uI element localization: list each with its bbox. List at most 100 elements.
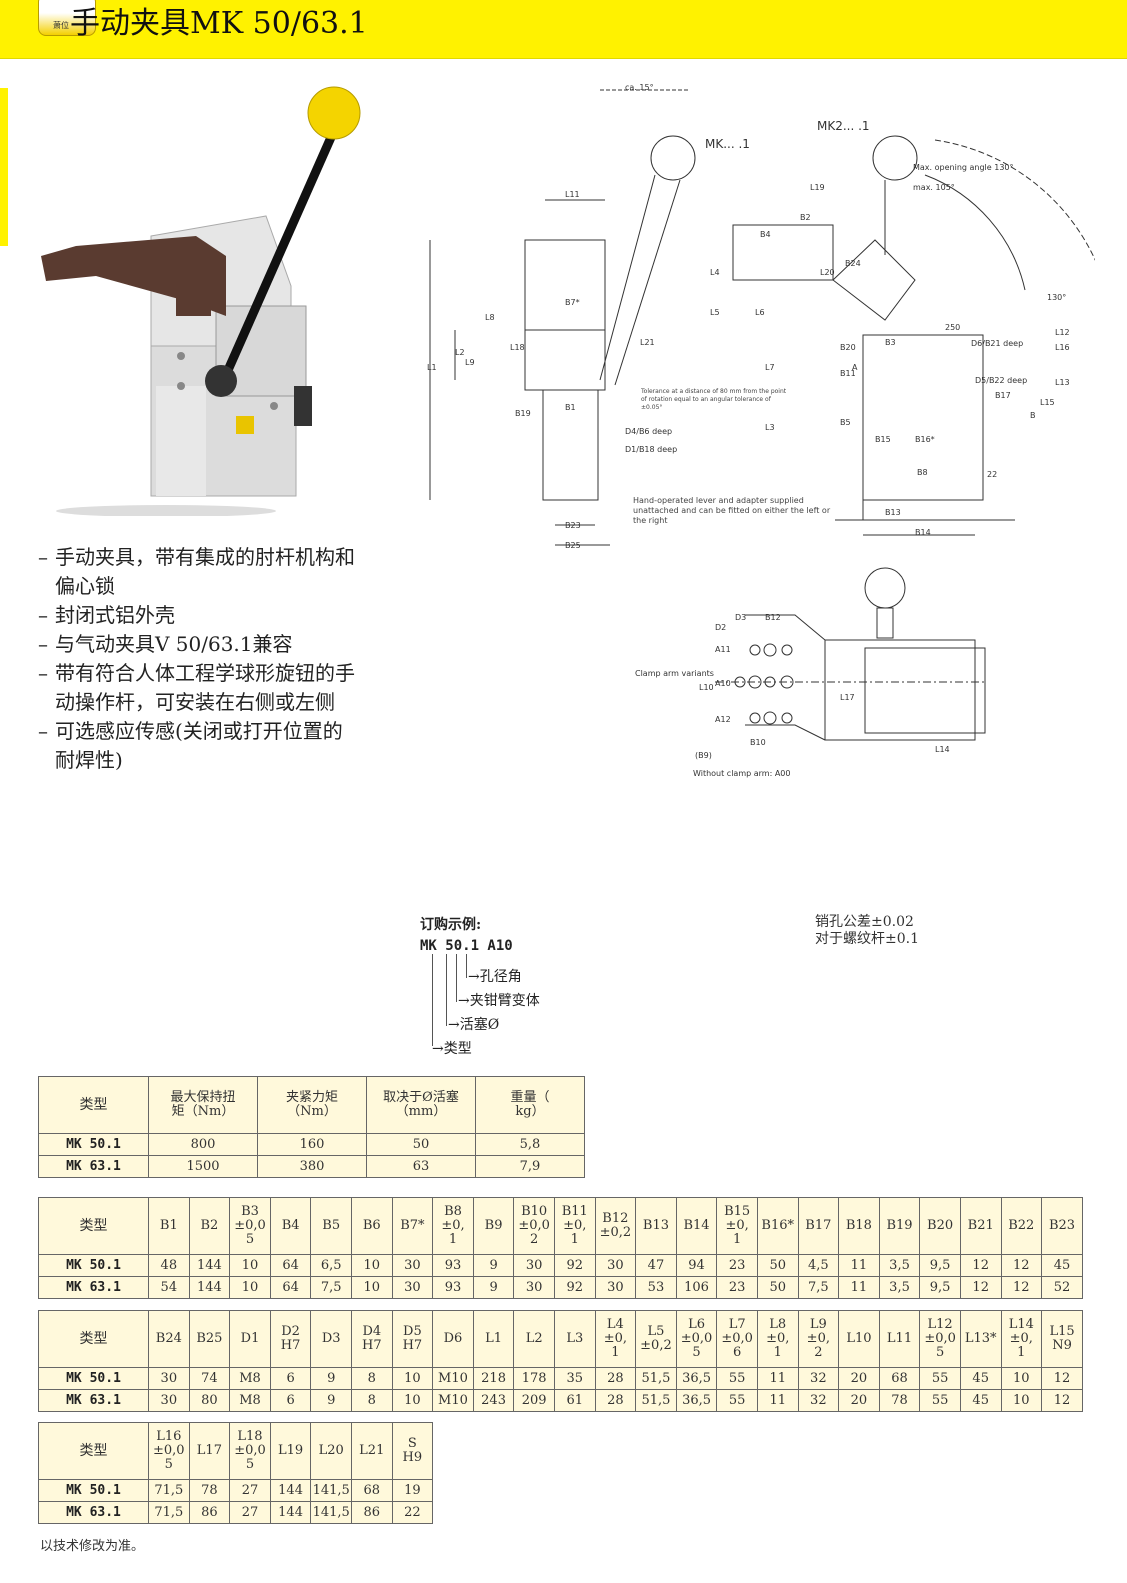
dimension-label: L5 [710, 308, 720, 317]
column-header: B6 [351, 1197, 393, 1255]
dimension-label: B11 [840, 369, 856, 378]
table-cell: 50 [756, 1276, 799, 1299]
table-cell: 93 [432, 1276, 474, 1299]
table-cell: 10 [351, 1254, 393, 1277]
table-cell: 19 [391, 1479, 434, 1502]
feature-list: –手动夹具，带有集成的肘杆机构和偏心锁 –封闭式铝外壳 –与气动夹具V 50/6… [38, 543, 358, 775]
label-angle130: 130° [1047, 293, 1066, 302]
feature-item: –封闭式铝外壳 [38, 601, 358, 630]
label-without-arm: Without clamp arm: A00 [693, 769, 790, 778]
page-title: 手动夹具MK 50/63.1 [70, 6, 368, 41]
table-cell: 47 [635, 1254, 677, 1277]
dimension-label: 22 [987, 470, 997, 479]
side-accent-bar [0, 88, 8, 246]
table-cell: 12 [1000, 1276, 1043, 1299]
column-header: L13* [959, 1310, 1002, 1368]
table-cell: 9 [310, 1367, 352, 1390]
table-cell: 30 [594, 1254, 637, 1277]
dimension-label: B14 [915, 528, 931, 537]
feature-item: –可选感应传感(关闭或打开位置的耐焊性) [38, 717, 358, 775]
column-header: B18 [838, 1197, 880, 1255]
table-cell: 28 [594, 1389, 637, 1412]
table-cell: 20 [838, 1389, 880, 1412]
feature-text: 带有符合人体工程学球形旋钮的手动操作杆，可安装在右侧或左侧 [55, 661, 355, 714]
table-cell: 3,5 [878, 1254, 921, 1277]
column-header: B1 [148, 1197, 190, 1255]
table-cell: 63 [366, 1155, 476, 1178]
column-header: L10 [838, 1310, 880, 1368]
feature-item: –手动夹具，带有集成的肘杆机构和偏心锁 [38, 543, 358, 601]
dimension-label: L14 [935, 745, 950, 754]
dimension-label: A [852, 363, 858, 372]
table-cell: 93 [432, 1254, 474, 1277]
column-header: D6 [432, 1310, 474, 1368]
column-header: L20 [310, 1422, 352, 1480]
dimension-label: A12 [715, 715, 731, 724]
label-clamp-variants: Clamp arm variants [635, 669, 714, 678]
table-cell: 11 [838, 1276, 880, 1299]
column-header: 类型 [37, 1197, 150, 1255]
table-cell: 30 [513, 1254, 555, 1277]
column-header: L19 [269, 1422, 312, 1480]
table-cell: 92 [553, 1254, 596, 1277]
column-header: L21 [350, 1422, 393, 1480]
table-cell: 12 [1000, 1254, 1043, 1277]
table-cell: 55 [716, 1389, 758, 1412]
column-header: B19 [878, 1197, 921, 1255]
dimension-label: B16* [915, 435, 935, 444]
logo-text: 萧位 [53, 21, 69, 30]
table-cell: 50 [756, 1254, 799, 1277]
order-part-label: 活塞Ø [459, 1017, 500, 1033]
dimension-label: A10 [715, 679, 731, 688]
dimension-label: L19 [810, 183, 825, 192]
table-cell: 9,5 [919, 1254, 961, 1277]
order-part: →夹钳臂变体 [458, 993, 540, 1009]
table-cell: 64 [269, 1276, 312, 1299]
table-cell: 243 [472, 1389, 515, 1412]
dimension-label: (B9) [695, 751, 712, 760]
column-header: 重量（ kg） [475, 1076, 585, 1134]
label-mk2: MK2... .1 [817, 119, 870, 133]
dimension-label: B5 [840, 418, 851, 427]
column-header: L7 ±0,0 6 [716, 1310, 758, 1368]
table-cell: 178 [513, 1367, 555, 1390]
column-header: D3 [310, 1310, 352, 1368]
column-header: L14 ±0, 1 [1000, 1310, 1043, 1368]
table-cell: 9 [472, 1276, 515, 1299]
dimension-label: B13 [885, 508, 901, 517]
column-header: B21 [959, 1197, 1002, 1255]
dimension-label: B23 [565, 521, 581, 530]
dimension-label: L1 [427, 363, 437, 372]
table-cell: 92 [553, 1276, 596, 1299]
table-cell: 3,5 [878, 1276, 921, 1299]
column-header: B5 [310, 1197, 352, 1255]
column-header: 夹紧力矩 （Nm） [257, 1076, 367, 1134]
label-angle: ca. 15° [625, 83, 654, 92]
table-cell: 141,5 [310, 1501, 352, 1524]
dimension-label: D3 [735, 613, 746, 622]
order-part: →活塞Ø [448, 1017, 500, 1033]
order-part-label: 夹钳臂变体 [469, 993, 540, 1009]
row-type: MK 50.1 [37, 1367, 150, 1390]
column-header: B8 ±0, 1 [432, 1197, 474, 1255]
table-cell: 1500 [148, 1155, 258, 1178]
row-type: MK 63.1 [38, 1501, 149, 1524]
table-cell: 10 [391, 1367, 434, 1390]
row-type: MK 63.1 [37, 1276, 150, 1299]
table-cell: 144 [269, 1479, 312, 1502]
table-cell: 51,5 [635, 1367, 677, 1390]
table-cell: 30 [513, 1276, 555, 1299]
dimension-label: B [1030, 411, 1036, 420]
table-cell: 71,5 [148, 1501, 190, 1524]
dimension-label: L16 [1055, 343, 1070, 352]
dimension-label: B8 [917, 468, 928, 477]
table-cell: 144 [188, 1276, 231, 1299]
column-header: 类型 [38, 1076, 149, 1134]
column-header: D4 H7 [351, 1310, 393, 1368]
tolerance-info: 销孔公差±0.02 对于螺纹杆±0.1 [815, 914, 919, 948]
feature-text: 与气动夹具V 50/63.1兼容 [55, 632, 293, 656]
dimension-label: B10 [750, 738, 766, 747]
table-cell: 7,5 [797, 1276, 840, 1299]
